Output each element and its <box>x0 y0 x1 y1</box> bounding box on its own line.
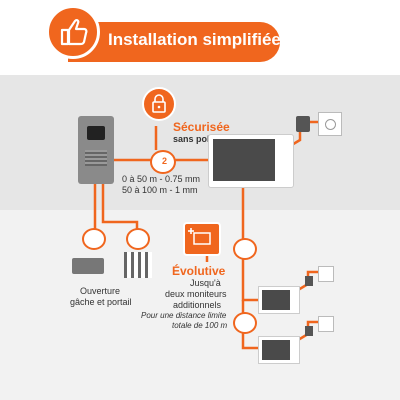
opening-line2: gâche et portail <box>70 297 132 307</box>
wall-socket-icon <box>318 316 334 332</box>
security-subtitle: sans polarité <box>173 134 229 144</box>
evolutive-line: additionnels <box>173 300 222 310</box>
door-station-camera <box>87 126 105 140</box>
power-adapter-icon <box>305 326 313 336</box>
gate-icon <box>124 252 152 278</box>
banner-title: Installation simplifiée <box>108 30 281 49</box>
two-wire-badge <box>233 238 257 260</box>
evolutive-line: deux moniteurs <box>165 289 227 299</box>
power-adapter-icon <box>296 116 310 132</box>
wall-socket-icon <box>318 266 334 282</box>
evolutive-line: Jusqu'à <box>190 278 221 288</box>
evolutive-note: totale de 100 m <box>172 321 228 330</box>
cable-spec-line1: 0 à 50 m - 0.75 mm <box>122 174 201 184</box>
door-station <box>78 116 114 184</box>
door-strike-icon <box>72 258 104 274</box>
extra-monitor <box>258 286 300 314</box>
door-station-speaker <box>85 150 107 166</box>
two-wire-badge: 2 <box>150 150 176 174</box>
two-wire-badge <box>126 228 150 250</box>
add-monitor-icon <box>183 222 221 256</box>
padlock-icon <box>142 87 176 121</box>
two-wire-badge-label: 2 <box>162 156 168 166</box>
evolutive-title: Évolutive <box>172 264 226 278</box>
grey-band <box>0 75 400 210</box>
two-wire-badge <box>233 312 257 334</box>
two-wire-badge <box>82 228 106 250</box>
wall-socket-icon <box>318 112 342 136</box>
extra-monitor <box>258 336 300 364</box>
main-monitor <box>208 134 294 188</box>
opening-line1: Ouverture <box>80 286 121 296</box>
evolutive-note: Pour une distance limite <box>141 311 227 320</box>
thumbs-up-icon <box>46 5 100 59</box>
cable-spec-line2: 50 à 100 m - 1 mm <box>122 185 198 195</box>
security-title: Sécurisée <box>173 120 230 134</box>
main-monitor-screen <box>213 139 275 181</box>
power-adapter-icon <box>305 276 313 286</box>
banner-pill <box>68 22 280 62</box>
